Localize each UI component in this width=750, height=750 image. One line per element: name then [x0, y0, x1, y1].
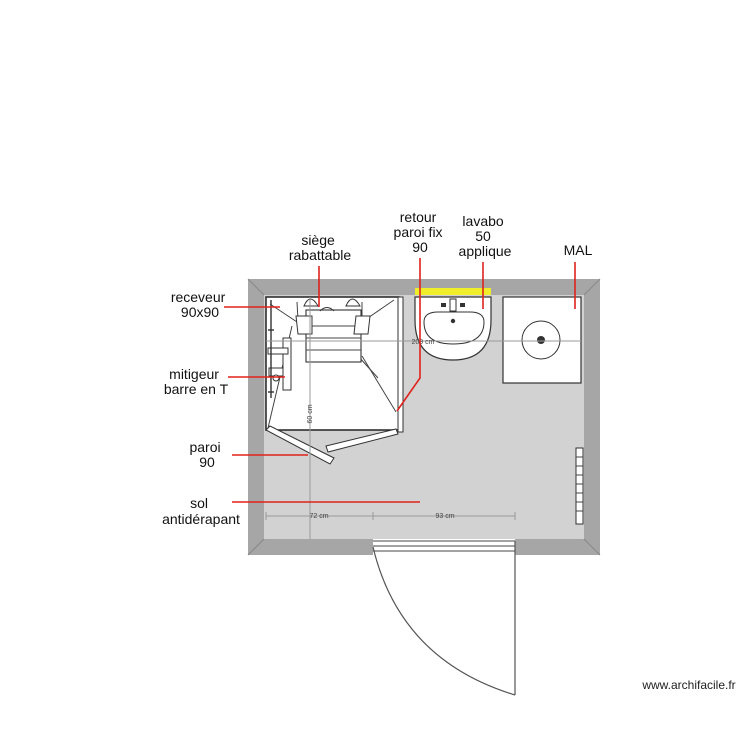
- fixed-return-panel: [397, 296, 404, 433]
- watermark[interactable]: www.archifacile.fr: [641, 678, 735, 692]
- wall-corner-tr: [583, 278, 601, 296]
- washing-machine: [502, 296, 582, 384]
- leader-lines: [224, 258, 576, 503]
- label-lavabo: lavabo 50 applique: [459, 213, 512, 259]
- washbasin: [414, 288, 492, 361]
- leader-retour: [396, 258, 421, 412]
- dimension-height: 60 cm: [307, 297, 314, 539]
- wall-corner-br: [583, 538, 601, 556]
- applique-light: [415, 288, 491, 295]
- label-mitigeur: mitigeur barre en T: [164, 366, 229, 397]
- label-retour-paroi: retour paroi fix 90: [394, 209, 447, 255]
- label-siege: siège rabattable: [289, 232, 351, 263]
- dim-width-label: 209 cm: [412, 339, 435, 346]
- label-paroi: paroi 90: [189, 439, 224, 470]
- dimension-width: 209 cm: [266, 339, 581, 346]
- dim-left-label: 72 cm: [309, 513, 328, 520]
- label-sol: sol antidérapant: [162, 495, 240, 527]
- wall-corner-tl: [247, 278, 265, 296]
- label-mal: MAL: [564, 242, 593, 258]
- towel-radiator: [575, 447, 584, 525]
- wall-corner-bl: [247, 538, 265, 556]
- shower-screen-folding: [265, 425, 399, 465]
- door[interactable]: [372, 539, 516, 696]
- folding-seat: [295, 298, 371, 363]
- label-receveur: receveur 90x90: [171, 289, 229, 320]
- dim-height-label: 60 cm: [307, 404, 314, 423]
- mixer-tap: [267, 300, 292, 398]
- dimension-bottom: 72 cm 93 cm: [265, 512, 516, 520]
- dim-right-label: 93 cm: [435, 513, 454, 520]
